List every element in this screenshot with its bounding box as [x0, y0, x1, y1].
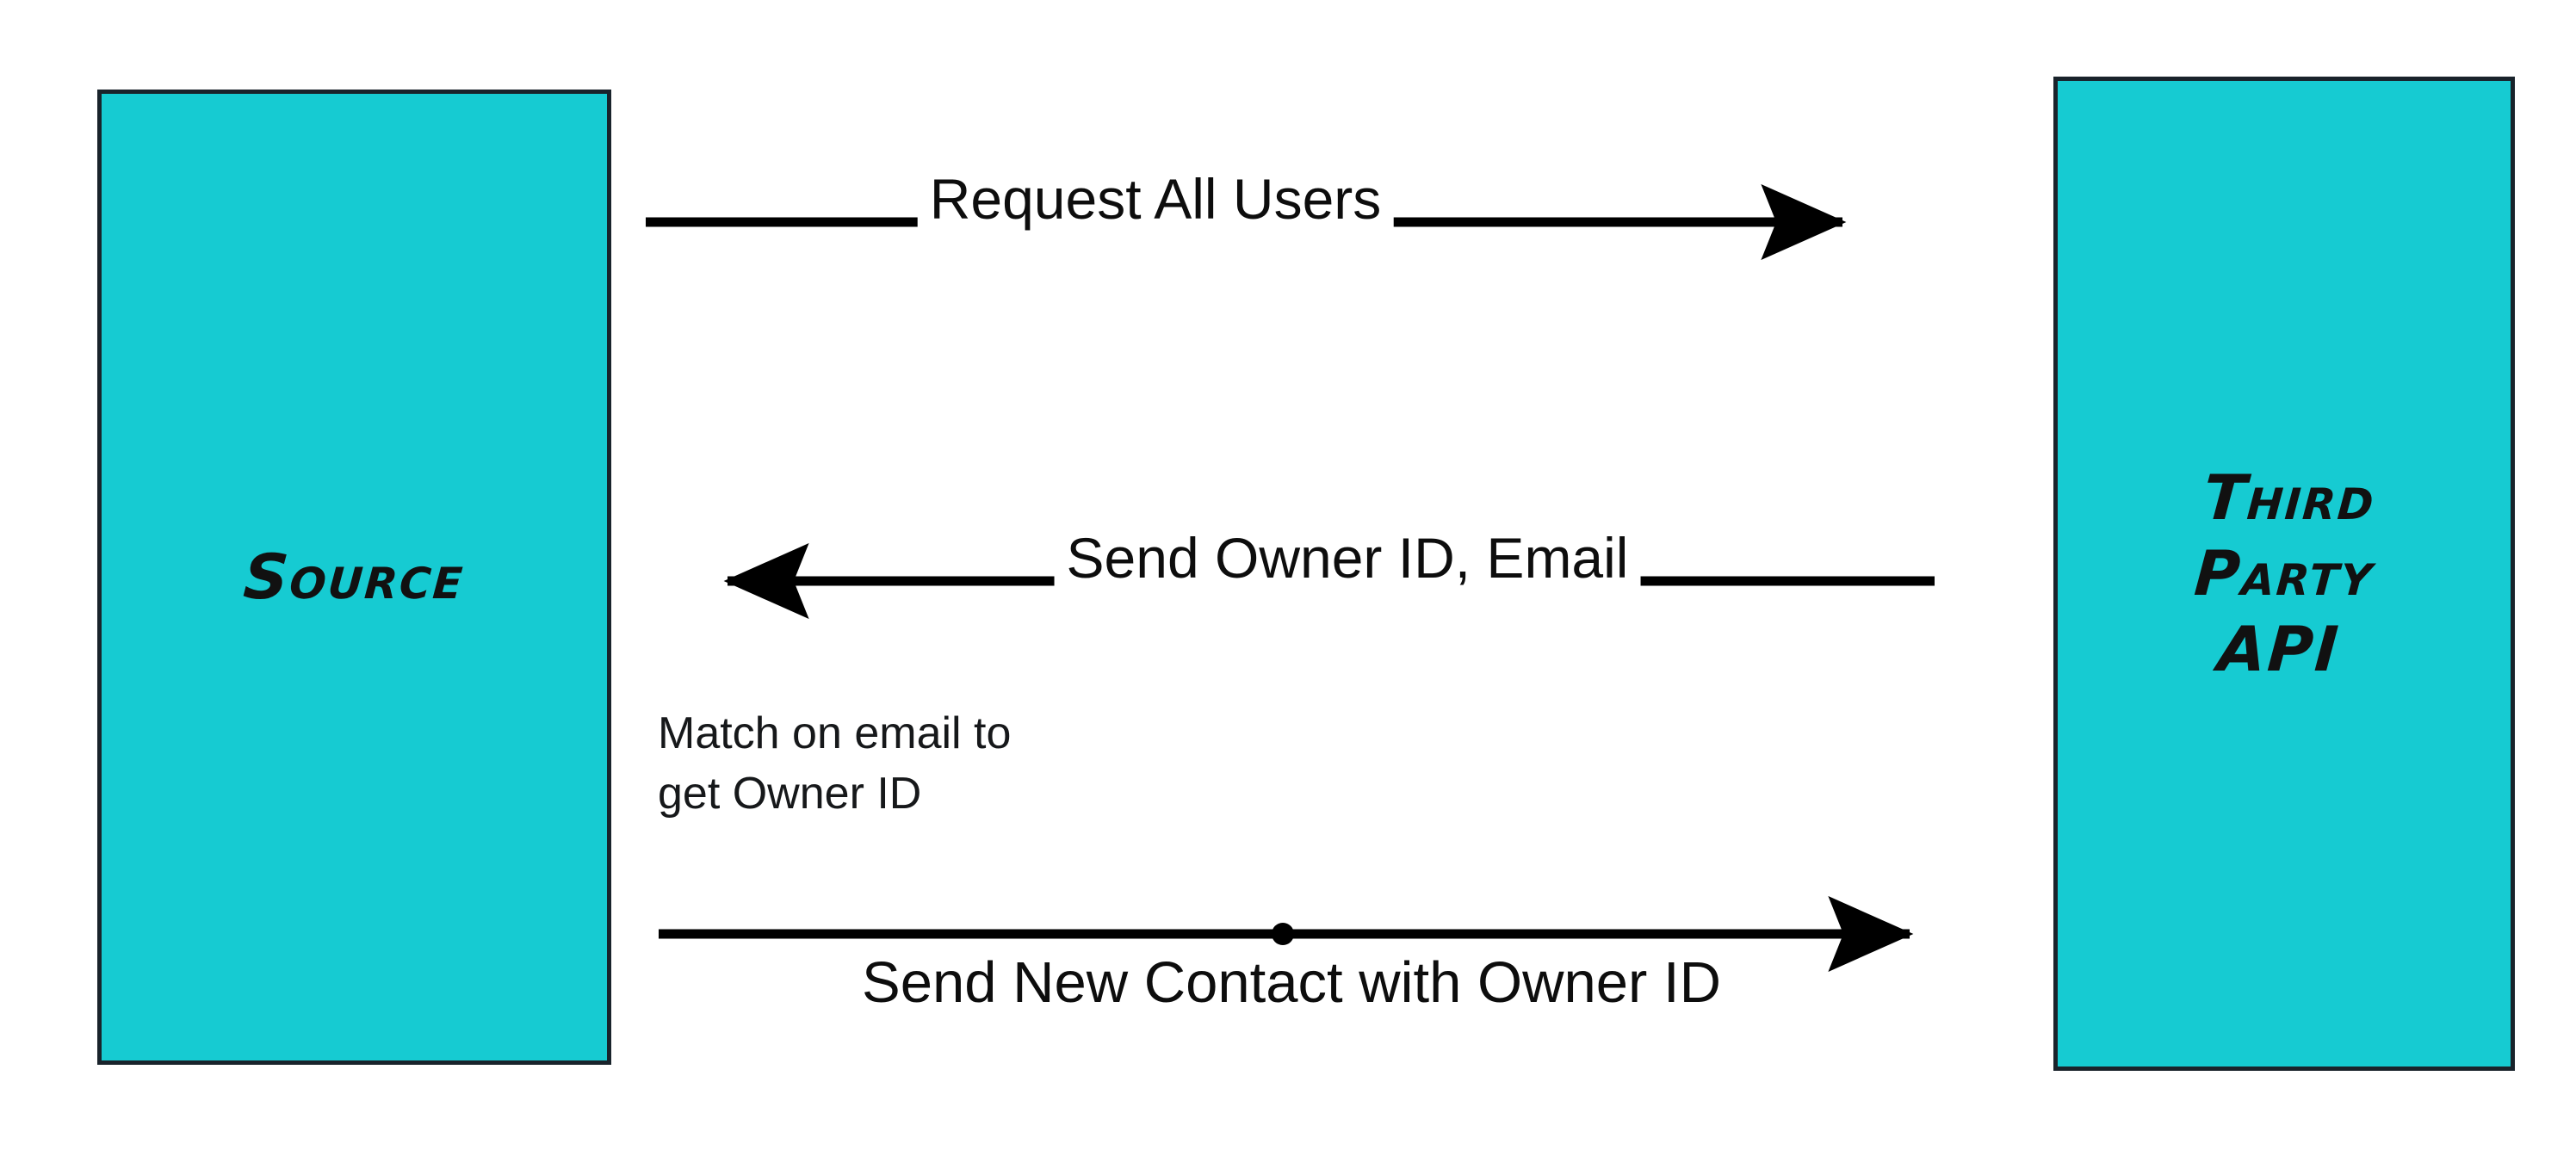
node-third-party-api-label-line-2: Party [2192, 536, 2377, 609]
node-source-label: Source [241, 540, 467, 615]
note-match-on-email: Match on email to get Owner ID [658, 704, 1011, 824]
edge-label-send-owner-id-email: Send Owner ID, Email [1054, 529, 1641, 586]
node-source[interactable]: Source [97, 90, 611, 1065]
edge-label-request-all-users: Request All Users [917, 170, 1394, 227]
edge-label-send-new-contact: Send New Contact with Owner ID [862, 950, 1721, 1015]
edge-send-new-contact-midpoint-dot [1272, 923, 1294, 945]
node-third-party-api-label: Third Party API [2187, 461, 2381, 687]
note-match-on-email-line-2: get Owner ID [658, 768, 922, 819]
edge-send-new-contact[interactable] [659, 896, 1914, 972]
note-match-on-email-line-1: Match on email to [658, 708, 1012, 758]
node-source-label-line-1: Source [241, 540, 468, 613]
node-third-party-api-label-line-3: API [2215, 612, 2343, 685]
node-third-party-api-label-line-1: Third [2201, 461, 2378, 534]
node-third-party-api[interactable]: Third Party API [2053, 77, 2515, 1071]
